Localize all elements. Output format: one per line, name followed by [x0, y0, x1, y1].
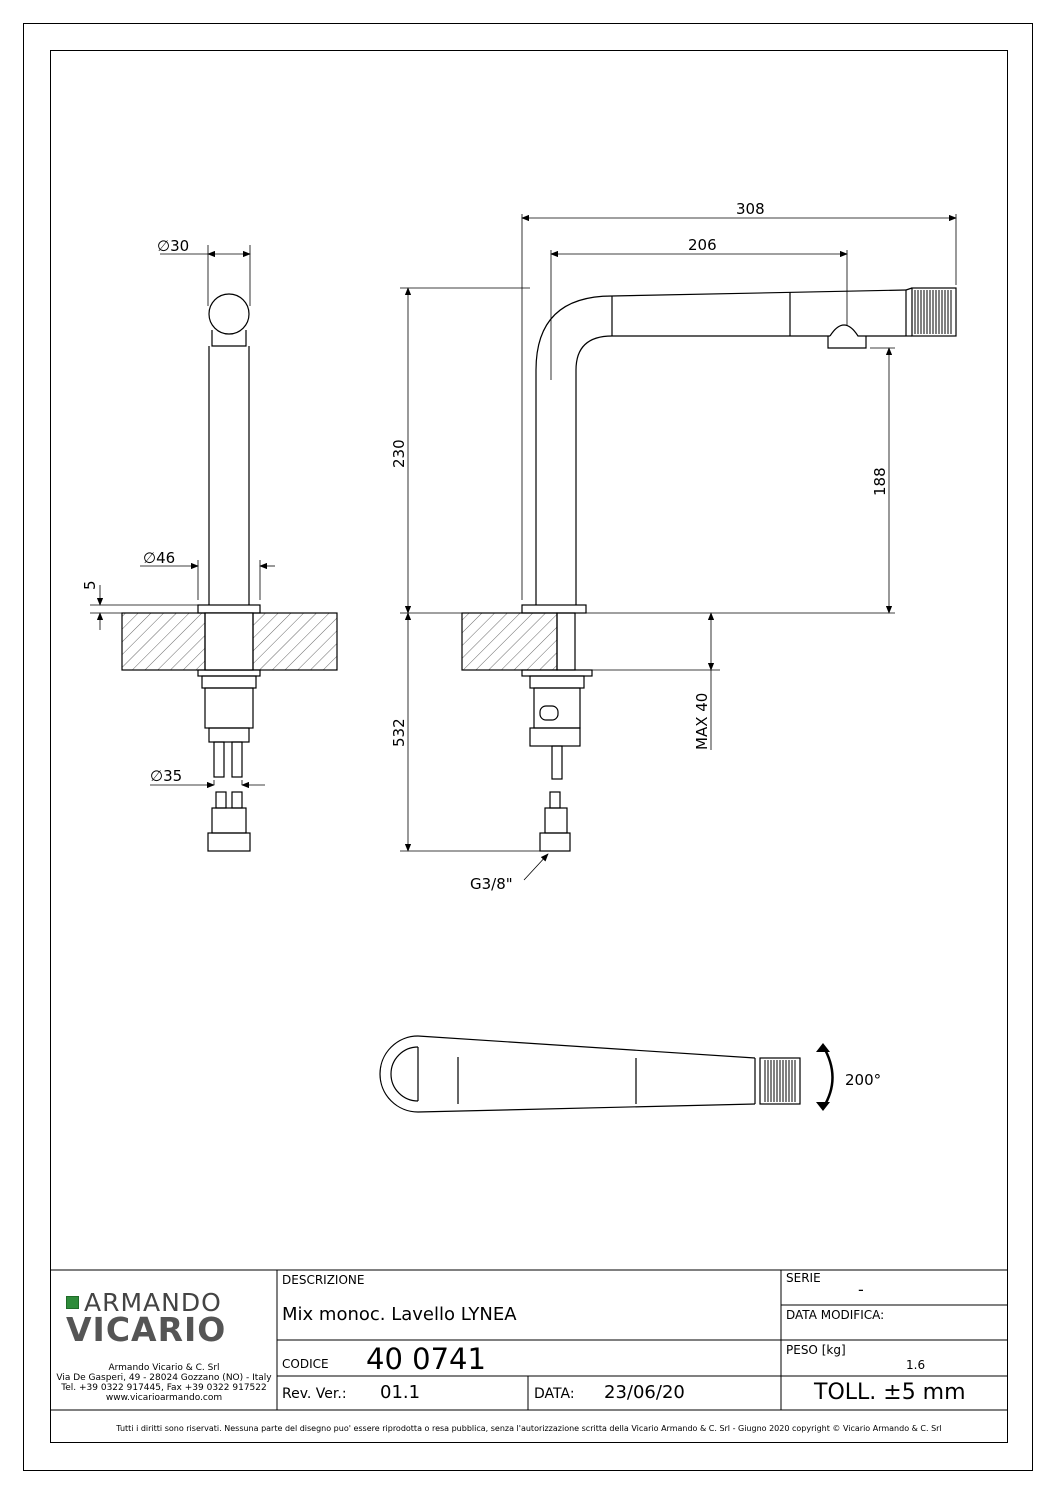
dim-diameter-46: ∅46 — [143, 549, 175, 567]
peso-value: 1.6 — [906, 1358, 926, 1372]
serie-label: SERIE — [786, 1271, 821, 1285]
descrizione-value: Mix monoc. Lavello LYNEA — [282, 1304, 517, 1325]
codice-label: CODICE — [282, 1357, 329, 1371]
dim-thread: G3/8" — [470, 875, 513, 893]
dim-532: 532 — [390, 718, 408, 747]
peso-label: PESO [kg] — [786, 1343, 846, 1357]
rotation-arrow — [821, 1045, 834, 1109]
data-label: DATA: — [534, 1386, 575, 1402]
side-knob — [208, 293, 250, 335]
dim-308: 308 — [736, 200, 765, 218]
side-view — [121, 293, 338, 852]
sheet-border — [23, 23, 1033, 1471]
dim-206: 206 — [688, 236, 717, 254]
logo-vicario: VICARIO — [66, 1310, 227, 1349]
rev-value: 01.1 — [380, 1382, 421, 1403]
dim-diameter-30: ∅30 — [157, 237, 189, 255]
company-website: www.vicarioarmando.com — [105, 1393, 223, 1403]
data-value: 23/06/20 — [604, 1382, 685, 1403]
dim-188: 188 — [871, 467, 889, 496]
rev-label: Rev. Ver.: — [282, 1386, 347, 1402]
dim-230: 230 — [390, 439, 408, 468]
logo-icon — [66, 1296, 79, 1309]
serie-value: - — [858, 1280, 864, 1299]
top-view — [379, 1035, 834, 1113]
company-address: Via De Gasperi, 49 - 28024 Gozzano (NO) … — [56, 1373, 272, 1383]
company-phone: Tel. +39 0322 917445, Fax +39 0322 91752… — [61, 1383, 267, 1393]
copyright-footer: Tutti i diritti sono riservati. Nessuna … — [116, 1424, 942, 1433]
dim-max-40: MAX 40 — [693, 693, 711, 750]
dim-rotation: 200° — [845, 1071, 881, 1089]
dim-diameter-35: ∅35 — [150, 767, 182, 785]
codice-value: 40 0741 — [366, 1342, 486, 1376]
front-counter — [461, 612, 558, 671]
company-name: Armando Vicario & C. Srl — [108, 1363, 220, 1373]
drawing-frame — [50, 50, 1008, 1443]
dim-thickness-5: 5 — [81, 580, 99, 590]
data-modifica-label: DATA MODIFICA: — [786, 1308, 885, 1322]
logo-armando: ARMANDO — [84, 1288, 222, 1317]
descrizione-label: DESCRIZIONE — [282, 1273, 365, 1287]
spout-nozzle — [911, 287, 957, 337]
front-view — [461, 287, 957, 852]
tolerance: TOLL. ±5 mm — [814, 1380, 966, 1405]
title-block — [51, 1269, 1007, 1411]
